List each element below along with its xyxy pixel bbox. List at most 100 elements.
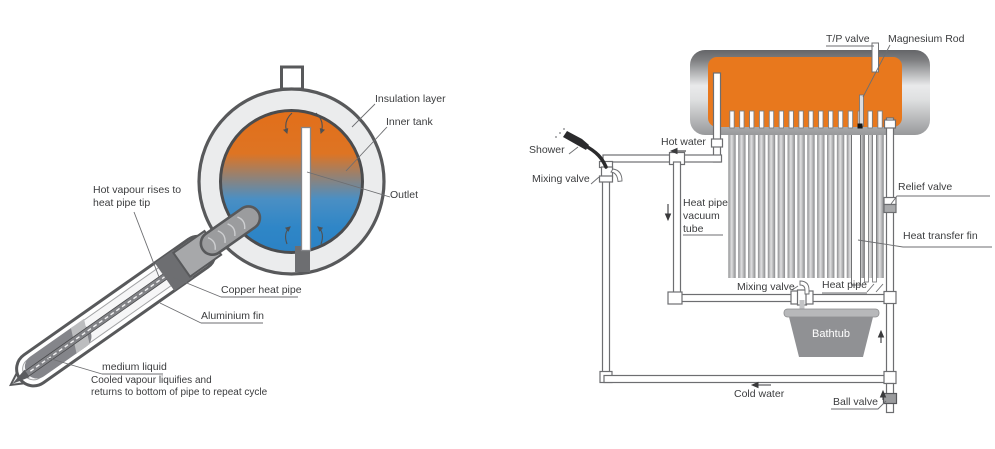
outlet-pipe (300, 126, 312, 252)
mixing-valve-handle (610, 168, 623, 183)
vacuum-tube (827, 133, 835, 278)
label-insulation-layer: Insulation layer (375, 93, 446, 105)
vacuum-tube (787, 133, 795, 278)
vacuum-tubes (728, 133, 884, 278)
junction-collar (883, 370, 897, 385)
bath-faucet (799, 280, 810, 295)
bathtub-rim (783, 308, 880, 318)
vacuum-tube (807, 133, 815, 278)
thin-tube-2 (872, 131, 877, 283)
label-heat-transfer-fin: Heat transfer fin (903, 230, 978, 242)
bathtub-body (789, 317, 873, 357)
pipe-collar (710, 138, 724, 148)
label-magnesium-rod: Magnesium Rod (888, 33, 965, 45)
right-leader-lines (568, 44, 992, 410)
vacuum-tube (748, 133, 756, 278)
outlet-bottom-block (295, 246, 310, 272)
pipe-collar (883, 119, 897, 129)
label-cooled-vapour-line1: Cooled vapour liquifies and (91, 375, 212, 386)
heat-pipe-tip (778, 110, 785, 129)
label-heat-pipe: Heat pipe (822, 279, 867, 291)
hot-outlet-pipe (712, 72, 722, 163)
label-hpvt-line1: Heat pipe (683, 197, 728, 209)
vacuum-tube (738, 133, 746, 278)
tp-valve-stem (871, 42, 879, 73)
relief-valve-body (883, 203, 897, 214)
vacuum-tube (777, 133, 786, 278)
system-schematic (555, 42, 992, 414)
heat-pipe-tip (788, 110, 794, 129)
label-bathtub: Bathtub (812, 328, 850, 340)
vacuum-tube (757, 133, 766, 278)
vacuum-tube (767, 133, 776, 278)
label-relief-valve: Relief valve (898, 181, 953, 193)
vacuum-tube (846, 133, 855, 278)
heat-pipe-tip (808, 110, 814, 129)
right-riser-pipe (885, 117, 895, 381)
manifold-pipe (670, 293, 894, 303)
heat-pipe-tip (758, 110, 765, 129)
heat-pipe-tip (818, 110, 824, 129)
valve-collar (598, 175, 614, 183)
vacuum-tube (836, 133, 845, 278)
feed-down-pipe (672, 161, 682, 299)
magnesium-rod-anode (857, 123, 863, 129)
heat-pipe-tip (847, 110, 854, 129)
vacuum-tube (797, 133, 805, 278)
tee-collar (667, 291, 683, 305)
heat-pipe-tip (867, 110, 873, 129)
magnesium-rod (859, 94, 864, 127)
heat-pipe-tip (828, 110, 834, 129)
label-mixing-valve-bottom: Mixing valve (737, 281, 795, 293)
vapour-squiggles (207, 216, 246, 250)
label-cold-water: Cold water (734, 388, 785, 400)
copper-tip (12, 369, 30, 384)
label-hot-vapour-line2: heat pipe tip (93, 197, 151, 209)
label-hpvt-line2: vacuum (683, 210, 720, 222)
thin-tube-1 (864, 131, 869, 283)
heat-pipe-tip (749, 110, 755, 129)
vacuum-tube (817, 133, 825, 278)
vacuum-tube (876, 133, 884, 278)
label-mixing-valve-top: Mixing valve (532, 173, 590, 185)
tank-top-nub (280, 65, 304, 91)
collector-cross-section (8, 65, 391, 388)
storage-tank-inner (708, 57, 902, 127)
seal-band (154, 249, 194, 291)
heat-pipe-tip (837, 110, 844, 129)
heat-pipe-tip (768, 110, 775, 129)
label-medium-liquid: medium liquid (102, 361, 167, 373)
label-tp-valve: T/P valve (826, 33, 870, 45)
convection-arrows (283, 112, 325, 245)
flow-arrows (664, 147, 887, 400)
heat-pipe-tip (739, 110, 745, 129)
heat-pipe-tip (798, 110, 804, 129)
condenser-bulb (199, 205, 262, 257)
label-cooled-vapour: Cooled vapour liquifies and returns to b… (91, 375, 267, 399)
label-ball-valve: Ball valve (833, 396, 878, 408)
left-leader-lines (47, 103, 391, 375)
valve-collar (805, 290, 814, 305)
label-shower: Shower (529, 144, 565, 156)
left-riser-pipe (601, 161, 611, 379)
label-hot-vapour-line1: Hot vapour rises to (93, 184, 182, 196)
label-inner-tank: Inner tank (386, 116, 433, 128)
relief-valve-top (883, 196, 897, 206)
label-hot-water: Hot water (661, 136, 706, 148)
heat-pipe-tip (877, 110, 883, 129)
label-hot-vapour: Hot vapour rises to heat pipe tip (93, 184, 181, 210)
label-outlet: Outlet (390, 189, 419, 201)
label-copper-heat-pipe: Copper heat pipe (221, 284, 302, 296)
vacuum-tube (866, 133, 874, 278)
heat-pipe-cutaway-tube (851, 131, 861, 286)
vacuum-tube-assembly (8, 205, 262, 388)
cold-water-pipe (603, 374, 889, 384)
heat-pipe-tip (729, 110, 735, 129)
hot-water-pipe (602, 154, 723, 163)
label-aluminium-fin: Aluminium fin (201, 310, 265, 322)
label-hpvt-line3: tube (683, 223, 704, 235)
shower-head (555, 128, 608, 169)
label-cooled-vapour-line2: returns to bottom of pipe to repeat cycl… (91, 387, 268, 398)
